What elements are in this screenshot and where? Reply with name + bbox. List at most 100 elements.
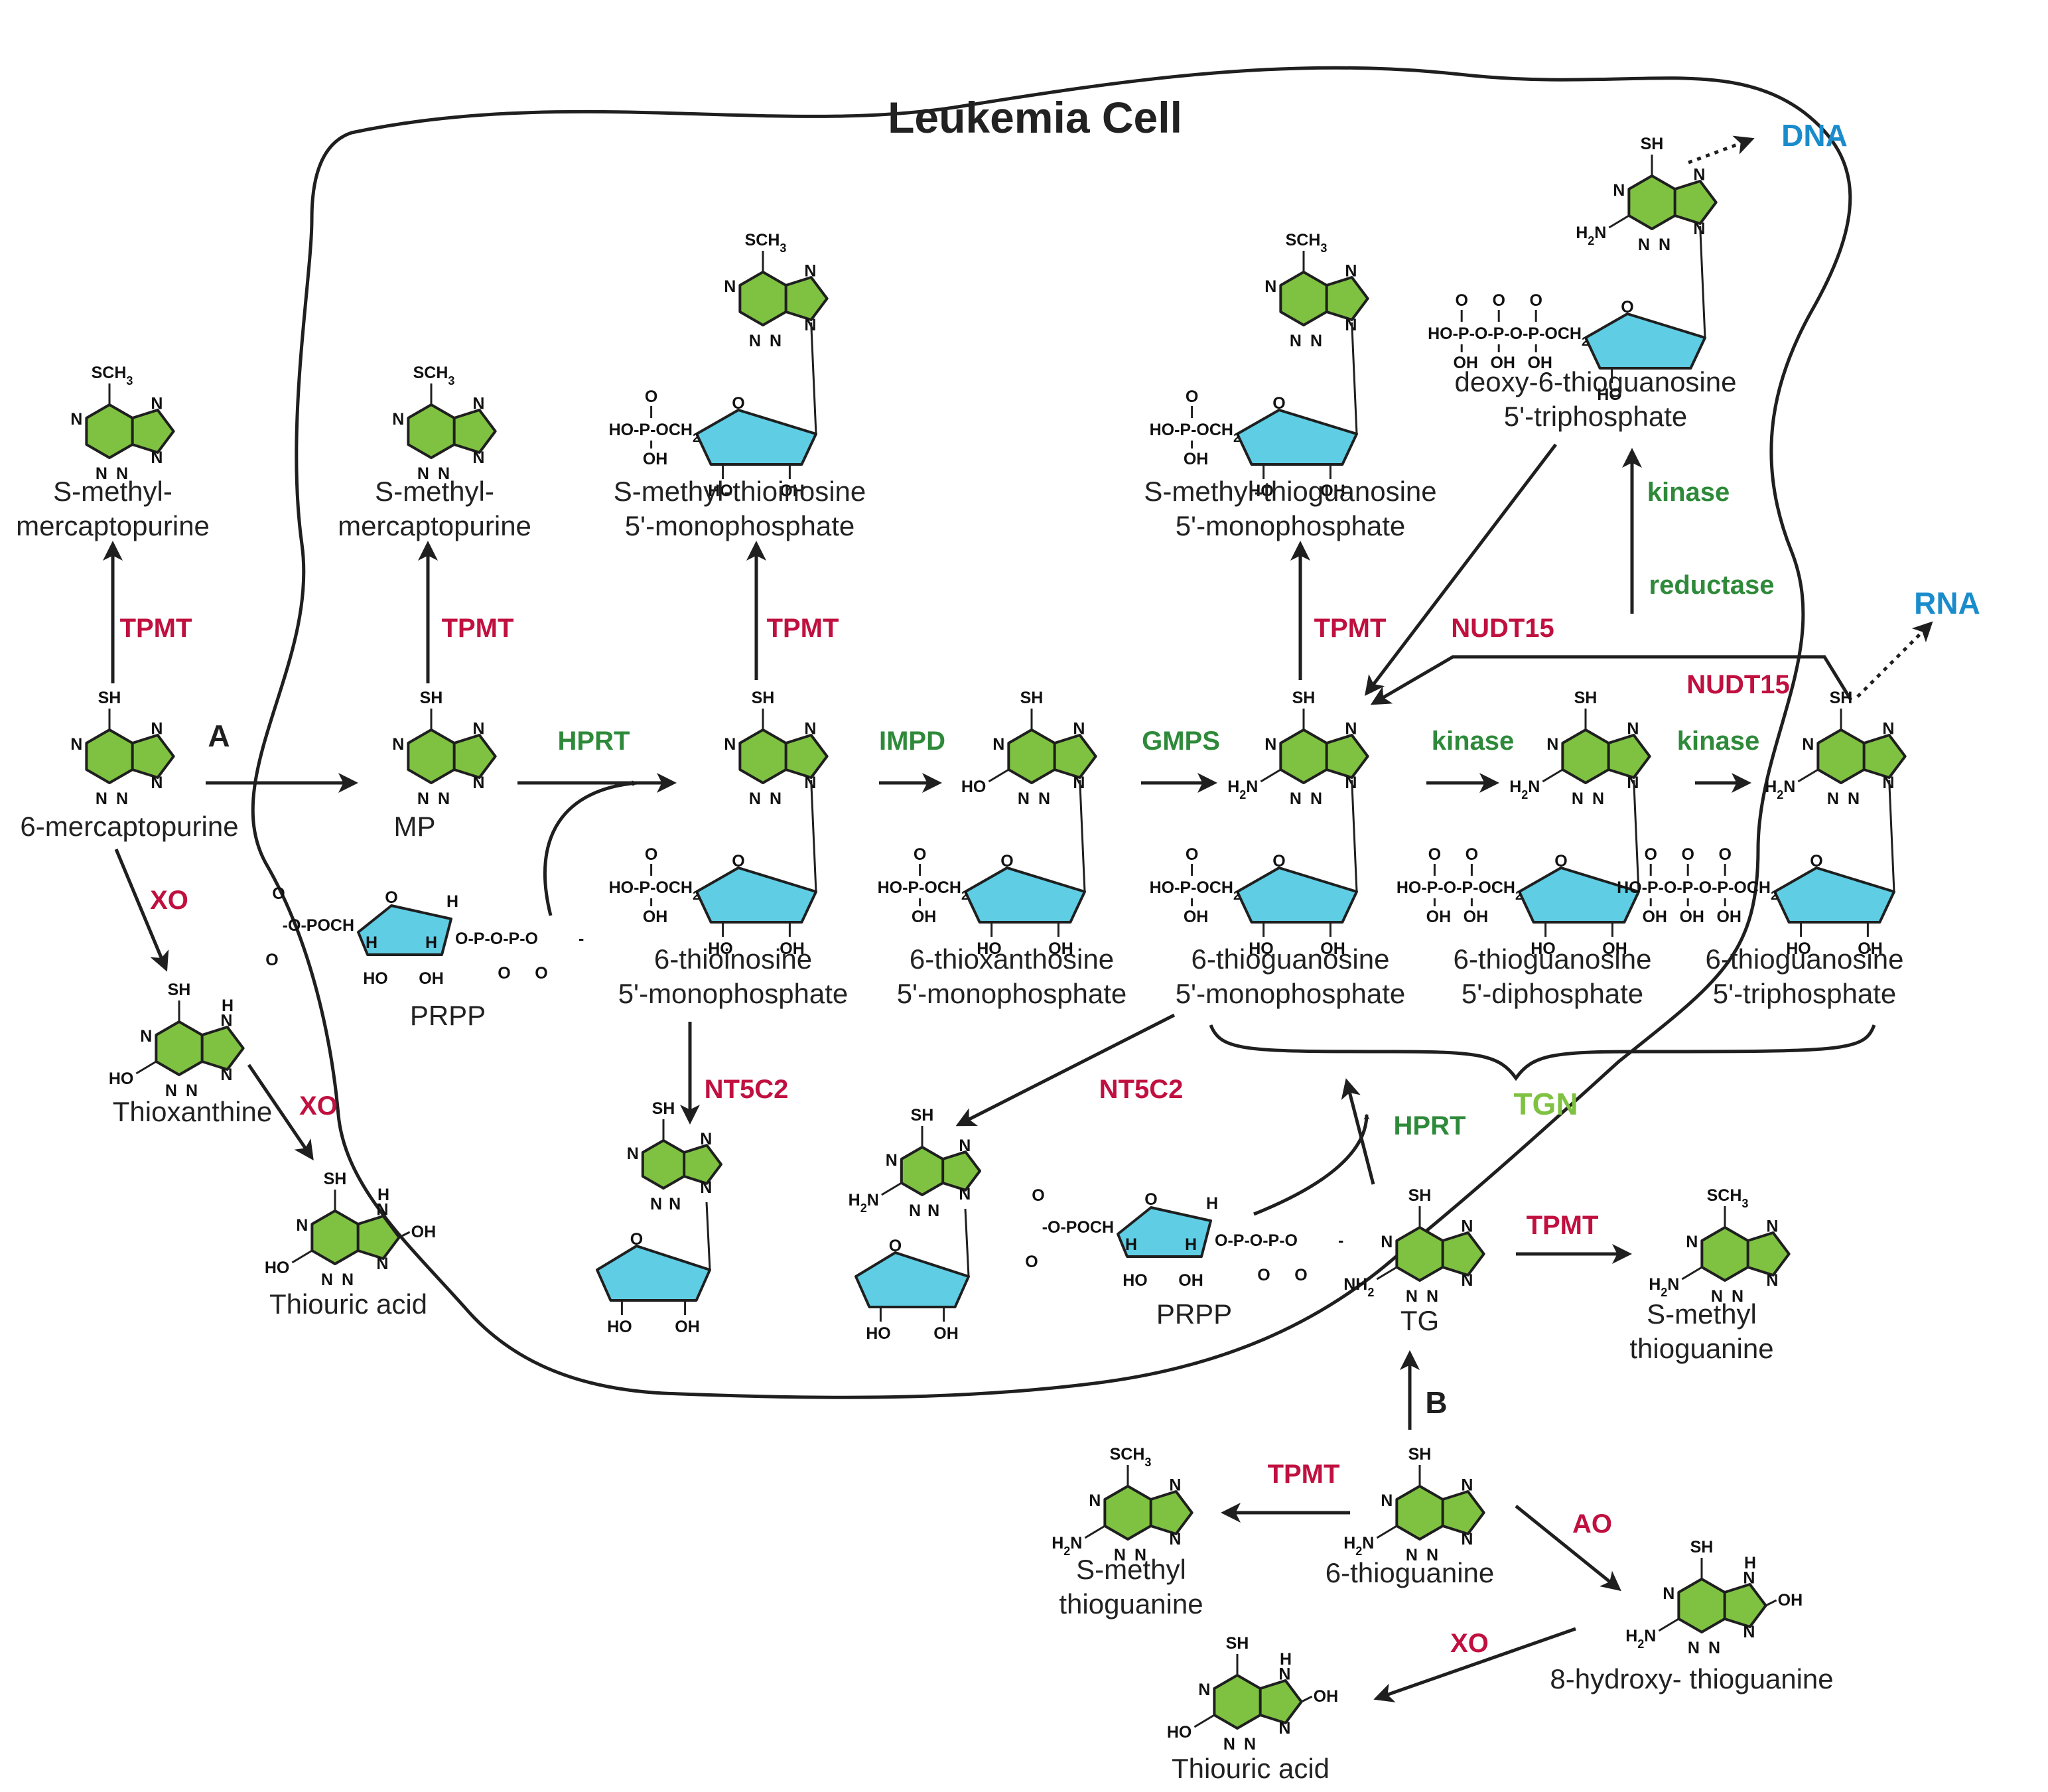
atom-ring-o: O bbox=[1000, 852, 1013, 870]
atom-nh2: NH2 bbox=[1343, 1275, 1374, 1299]
atom-phosphate-oh: OH bbox=[1184, 450, 1209, 468]
atom-n-bottom: N bbox=[1708, 1639, 1720, 1657]
atom-n1: N bbox=[70, 735, 82, 754]
atom-sch3: SCH3 bbox=[413, 364, 455, 387]
atom-phosphate-o: O bbox=[1644, 845, 1657, 864]
atom-ho: HO bbox=[1167, 1723, 1192, 1742]
atom-n7: N bbox=[1345, 261, 1357, 280]
atom-n1: N bbox=[1089, 1491, 1101, 1510]
atom-ring-o: O bbox=[1272, 394, 1285, 413]
atom-oh-3: OH bbox=[780, 939, 805, 958]
compound-label-thioxanthine: Thioxanthine bbox=[113, 1096, 273, 1127]
phosphate-chain: HO-P-OCH2 bbox=[1150, 421, 1240, 445]
atom-n-bottom: N bbox=[116, 464, 128, 483]
atom-h: H bbox=[1206, 1194, 1218, 1213]
atom-n7: N bbox=[220, 1011, 232, 1030]
prpp-phosphate-head: -O-POCH bbox=[283, 916, 354, 935]
arrow-tgtp-to-tgmp-nudt15 bbox=[1370, 655, 1853, 705]
atom-oh: OH bbox=[1314, 1687, 1339, 1706]
atom-o-minus: O bbox=[535, 964, 547, 983]
atom-n3: N bbox=[1688, 1639, 1700, 1657]
atom-n9: N bbox=[1461, 1271, 1473, 1290]
atom-phosphate-o: O bbox=[1186, 387, 1198, 406]
enzyme-label-kinase-1: kinase bbox=[1432, 726, 1515, 756]
atom-n-bottom: N bbox=[1426, 1546, 1438, 1564]
purine-ring bbox=[641, 1139, 722, 1190]
atom-ho-2: HO bbox=[1786, 939, 1811, 958]
atom-n3: N bbox=[1406, 1287, 1418, 1306]
atom-sh: SH bbox=[752, 689, 775, 707]
atom-sh: SH bbox=[98, 689, 121, 707]
atom-n7: N bbox=[1461, 1476, 1473, 1494]
atom-oh: OH bbox=[419, 969, 444, 988]
atom-n9: N bbox=[700, 1178, 712, 1197]
atom-n7: N bbox=[1693, 165, 1705, 184]
atom-h2n: H2N bbox=[1765, 778, 1795, 801]
atom-n7: N bbox=[804, 719, 816, 738]
atom-phosphate-oh: OH bbox=[1527, 354, 1552, 372]
enzyme-label-tpmt-5: TPMT bbox=[1527, 1211, 1599, 1240]
atom-phosphate-oh: OH bbox=[1184, 908, 1209, 926]
atom-ho-2: HO bbox=[607, 1318, 632, 1336]
atom-phosphate-o: O bbox=[914, 845, 926, 864]
arrow-dtgtp-to-dna bbox=[1688, 135, 1755, 165]
atom-n3: N bbox=[1711, 1287, 1723, 1306]
purine-ring bbox=[1816, 728, 1907, 784]
compound-label-prpp-a: PRPP bbox=[410, 1000, 486, 1031]
atom-phosphate-o: O bbox=[1681, 845, 1694, 864]
purine-ring bbox=[85, 728, 175, 784]
atom-phosphate-oh: OH bbox=[643, 908, 668, 926]
atom-n3: N bbox=[96, 790, 107, 808]
atom-n7: N bbox=[1627, 719, 1639, 738]
atom-o: O bbox=[1144, 1190, 1157, 1209]
atom-phosphate-oh: OH bbox=[1426, 908, 1452, 926]
atom-n9: N bbox=[376, 1255, 388, 1273]
purine-ring bbox=[1007, 728, 1097, 784]
atom-h7: H bbox=[1280, 1650, 1292, 1669]
atom-sh: SH bbox=[652, 1099, 675, 1118]
arrow-tg-to-tgmp-hprt bbox=[1341, 1078, 1375, 1185]
atom-h2n: H2N bbox=[1052, 1534, 1082, 1558]
atom-n7: N bbox=[472, 719, 484, 738]
atom-n-bottom: N bbox=[770, 332, 782, 350]
purine-ring bbox=[1395, 1226, 1485, 1282]
enzyme-label-impd: IMPD bbox=[879, 726, 945, 756]
atom-minus: - bbox=[579, 930, 584, 948]
enzyme-label-tpmt-1: TPMT bbox=[120, 614, 192, 643]
atom-phosphate-o: O bbox=[1428, 845, 1441, 864]
atom-n-bottom: N bbox=[669, 1195, 681, 1213]
compound-label-tg6: 6-thioguanine bbox=[1326, 1557, 1495, 1588]
atom-ho-2: HO bbox=[866, 1324, 891, 1343]
atom-h2n: H2N bbox=[1343, 1534, 1374, 1558]
purine-ring bbox=[1627, 174, 1718, 230]
atom-phosphate-oh: OH bbox=[1490, 354, 1515, 372]
atom-ring-o: O bbox=[1272, 852, 1285, 870]
enzyme-label-tpmt-3: TPMT bbox=[767, 614, 839, 643]
atom-ho: HO bbox=[961, 778, 987, 796]
enzyme-label-kinase-2: kinase bbox=[1677, 726, 1760, 756]
atom-phosphate-oh: OH bbox=[1716, 908, 1741, 926]
arrow-8hydroxy-to-thiouric bbox=[1373, 1627, 1576, 1702]
group-label-tgn: TGN bbox=[1513, 1087, 1578, 1121]
cell-title: Leukemia Cell bbox=[888, 93, 1182, 142]
ribose-ring bbox=[695, 866, 817, 924]
atom-n1: N bbox=[1264, 277, 1276, 296]
atom-h2n: H2N bbox=[1625, 1627, 1656, 1651]
atom-n3: N bbox=[417, 464, 429, 483]
purine-ring bbox=[407, 403, 497, 459]
atom-n-bottom: N bbox=[438, 790, 450, 808]
atom-n7: N bbox=[1345, 719, 1357, 738]
atom-n1: N bbox=[1663, 1584, 1674, 1603]
atom-n1: N bbox=[296, 1216, 308, 1235]
arrow-dtgtp-to-tgmp-nudt15 bbox=[1364, 443, 1557, 696]
atom-phosphate-o: O bbox=[1492, 291, 1505, 310]
